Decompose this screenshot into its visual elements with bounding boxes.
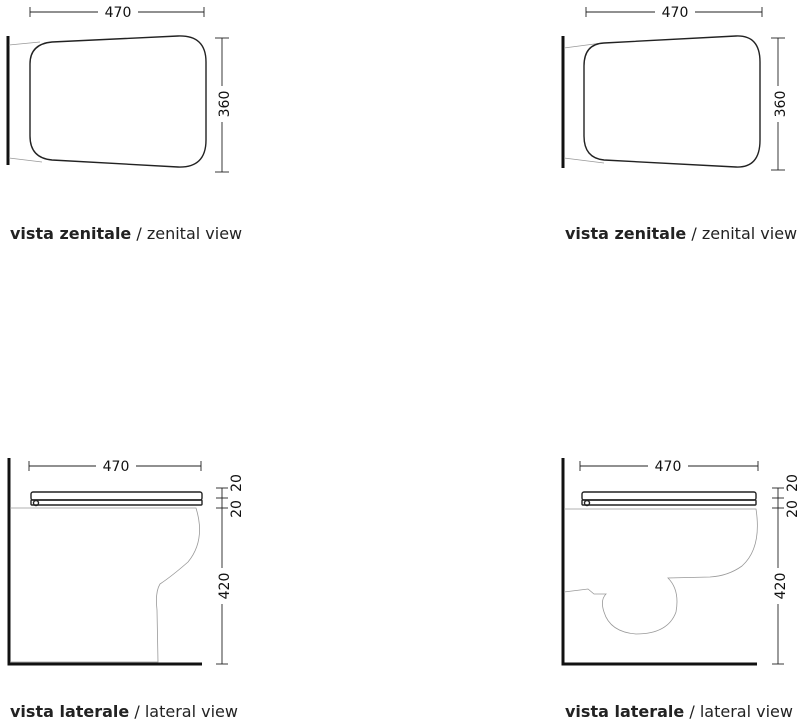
hinge xyxy=(583,499,591,507)
width-label: 470 xyxy=(105,5,132,21)
caption-zenital-left: vista zenitale / zenital view xyxy=(10,224,242,243)
toilet-seat-outline xyxy=(29,35,207,168)
seat-gap-label: 20 xyxy=(229,500,245,518)
seat-lid xyxy=(581,491,757,501)
seat-ring xyxy=(581,499,757,506)
zenital-view-left: 470 360 vista zenitale / zenital view xyxy=(6,2,242,243)
toilet-seat-outline xyxy=(583,35,761,168)
caption-lateral-left: vista laterale / lateral view xyxy=(10,702,238,721)
width-label: 470 xyxy=(655,459,682,475)
seat-gap-label: 20 xyxy=(785,500,801,518)
wall-floor-line xyxy=(7,458,202,666)
depth-label: 360 xyxy=(773,91,789,118)
width-label: 470 xyxy=(662,5,689,21)
depth-label: 360 xyxy=(217,91,233,118)
toilet-bowl-body xyxy=(10,507,200,663)
hinge xyxy=(32,499,40,507)
zenital-view-right: 470 360 vista zenitale / zenital view xyxy=(561,2,797,243)
height-label: 420 xyxy=(217,573,233,600)
seat-ring xyxy=(30,499,203,506)
caption-zenital-right: vista zenitale / zenital view xyxy=(565,224,797,243)
seat-lid xyxy=(30,491,203,501)
caption-lateral-right: vista laterale / lateral view xyxy=(565,702,793,721)
toilet-bowl-body xyxy=(563,508,758,635)
height-label: 420 xyxy=(773,573,789,600)
seat-thickness-label: 20 xyxy=(785,474,801,492)
lateral-view-left: 470 20 20 420 vista laterale / lateral v… xyxy=(7,456,245,721)
seat-thickness-label: 20 xyxy=(229,474,245,492)
seat-hinge-lines xyxy=(8,41,43,163)
seat-hinge-lines xyxy=(563,42,605,164)
lateral-view-right: 470 20 20 420 vista laterale / lateral v… xyxy=(561,456,801,721)
width-label: 470 xyxy=(103,459,130,475)
wall-floor-line xyxy=(561,458,757,666)
